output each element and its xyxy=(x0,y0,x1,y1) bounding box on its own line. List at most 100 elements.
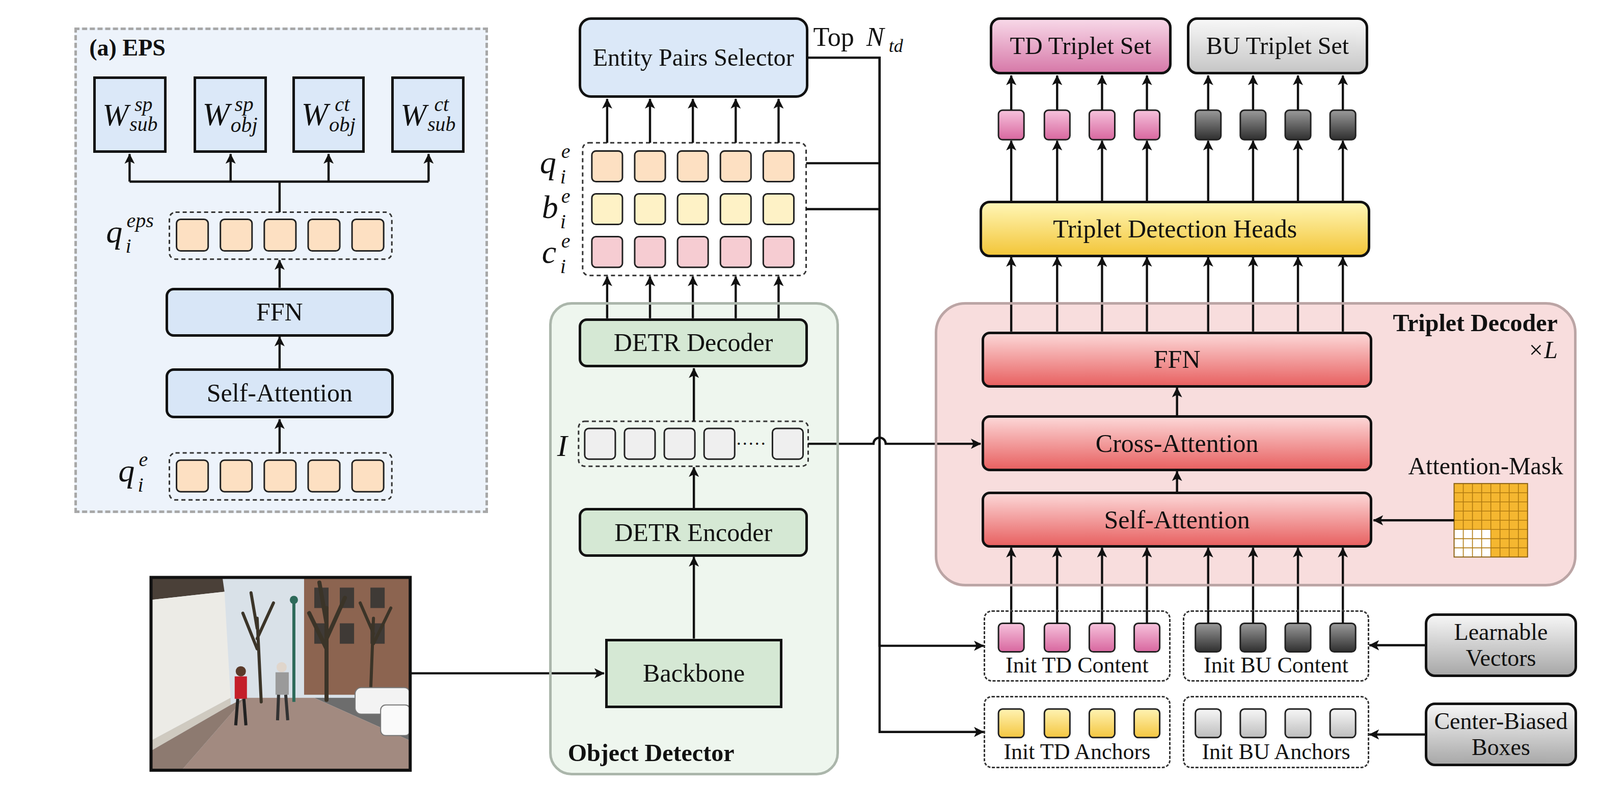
entity-query-rows xyxy=(720,150,751,182)
eps-query-rows xyxy=(176,219,209,252)
attention-mask-grid xyxy=(1454,483,1528,557)
detector-arrows xyxy=(648,276,652,319)
math-symbol: W xyxy=(301,98,329,131)
set-box: BU Triplet Set xyxy=(1186,17,1369,75)
script-stack: ctobj xyxy=(329,94,356,136)
attention-box: Cross-Attention xyxy=(981,415,1373,472)
text-label: e xyxy=(561,230,571,252)
entity-query-rows xyxy=(582,142,807,276)
triplet-output-squares xyxy=(1330,110,1356,140)
source-box: Center-Biased Boxes xyxy=(1424,702,1577,767)
connector-line xyxy=(1369,733,1425,736)
ffn-box: FFN xyxy=(981,331,1373,388)
connector-line xyxy=(692,556,695,639)
detector-arrows xyxy=(808,437,982,444)
text-line: Self-Attention xyxy=(1103,505,1250,534)
box-label: Self-Attention xyxy=(206,378,353,408)
connector xyxy=(1176,387,1178,416)
box-label: FFN xyxy=(1153,345,1201,374)
image-feature-row xyxy=(624,428,656,459)
init-query-squares xyxy=(1134,709,1160,738)
connector-line xyxy=(1252,547,1255,610)
street-photo xyxy=(380,704,411,736)
attention-mask-grid xyxy=(1373,483,1528,557)
panel-fill xyxy=(549,302,839,776)
street-photo xyxy=(292,597,296,702)
text-wrap: DETR Encoder xyxy=(581,510,806,555)
heading: (a) EPS xyxy=(89,35,166,62)
triplet-output-arrows xyxy=(1055,140,1059,201)
connector-line xyxy=(808,57,985,732)
math-script: obj xyxy=(329,114,356,136)
text-wrap: Wspobj xyxy=(196,78,265,151)
eps-arrows xyxy=(427,153,430,182)
text-line: TD Triplet Set xyxy=(1010,32,1152,60)
connector-line xyxy=(1055,547,1059,610)
connector xyxy=(1176,471,1178,492)
math-script: sub xyxy=(129,114,158,135)
text-wrap: Cross-Attention xyxy=(984,417,1370,469)
text-wrap: Self-Attention xyxy=(168,370,392,416)
eps-arrows xyxy=(229,153,232,182)
text-line: Self-Attention xyxy=(206,378,353,408)
connector-line xyxy=(1296,547,1299,610)
detector-arrows xyxy=(777,276,780,319)
text-label: i xyxy=(137,474,144,496)
entity-query-rows xyxy=(763,150,794,182)
detector-arrows xyxy=(606,276,609,319)
text-label: e xyxy=(561,141,571,162)
math-script: obj xyxy=(230,114,258,136)
connector-line xyxy=(1145,257,1148,332)
text-line: Wctobj xyxy=(301,94,356,136)
triplet-output-squares xyxy=(1240,110,1266,140)
street-photo xyxy=(360,602,391,698)
eps-query-rows xyxy=(220,219,253,252)
text-wrap: Wctobj xyxy=(294,78,363,151)
heading: Init TD Anchors xyxy=(985,739,1170,765)
init-query-squares xyxy=(1044,623,1070,653)
connector-line xyxy=(278,336,281,369)
triplet-output-arrows xyxy=(1145,75,1148,111)
query-group: Init BU Content xyxy=(1182,610,1370,682)
eps-query-rows xyxy=(351,219,384,252)
math-symbol: W xyxy=(400,99,427,131)
connector xyxy=(1208,547,1343,610)
eps-query-rows xyxy=(308,219,340,252)
triplet-output-arrows xyxy=(1252,75,1255,111)
text-line: Wspsub xyxy=(102,94,158,135)
weight-box: Wspsub xyxy=(93,76,167,153)
ffn-box: FFN xyxy=(165,287,395,337)
text-label: i xyxy=(560,256,566,277)
image-feature-row xyxy=(703,428,735,459)
box-label: Cross-Attention xyxy=(1095,429,1259,458)
text-label: Top xyxy=(813,23,855,51)
box-label: Triplet Detection Heads xyxy=(1052,214,1297,243)
detector-arrows xyxy=(692,368,695,422)
image-feature-row xyxy=(584,428,616,459)
street-photo xyxy=(243,698,247,726)
math-script: sp xyxy=(230,93,258,115)
box-label: FFN xyxy=(256,297,304,327)
entity-query-rows xyxy=(720,193,751,225)
triplet-output-arrows xyxy=(1100,75,1103,111)
entity-query-rows xyxy=(677,150,709,182)
detector-arrows xyxy=(692,467,695,508)
text-wrap: Wspsub xyxy=(95,78,165,151)
box-label: Center-Biased Boxes xyxy=(1433,708,1568,761)
text-wrap: TD Triplet Set xyxy=(992,19,1170,72)
entity-query-rows xyxy=(591,193,795,225)
eps-query-rows xyxy=(169,452,393,500)
text-line: Entity Pairs Selector xyxy=(592,44,795,72)
triplet-output-arrows xyxy=(1207,140,1210,201)
init-query-squares xyxy=(1195,623,1222,653)
eps-arrows xyxy=(278,419,281,453)
connector-line xyxy=(1296,257,1299,332)
triplet-output-arrows xyxy=(1010,75,1013,111)
eps-query-rows xyxy=(308,459,340,492)
init-query-squares xyxy=(1089,709,1115,738)
entity-query-rows xyxy=(591,150,795,182)
triplet-output-squares xyxy=(1134,110,1160,140)
connector xyxy=(1369,734,1425,735)
box-label: BU Triplet Set xyxy=(1206,32,1349,60)
eps-query-rows xyxy=(351,459,384,492)
